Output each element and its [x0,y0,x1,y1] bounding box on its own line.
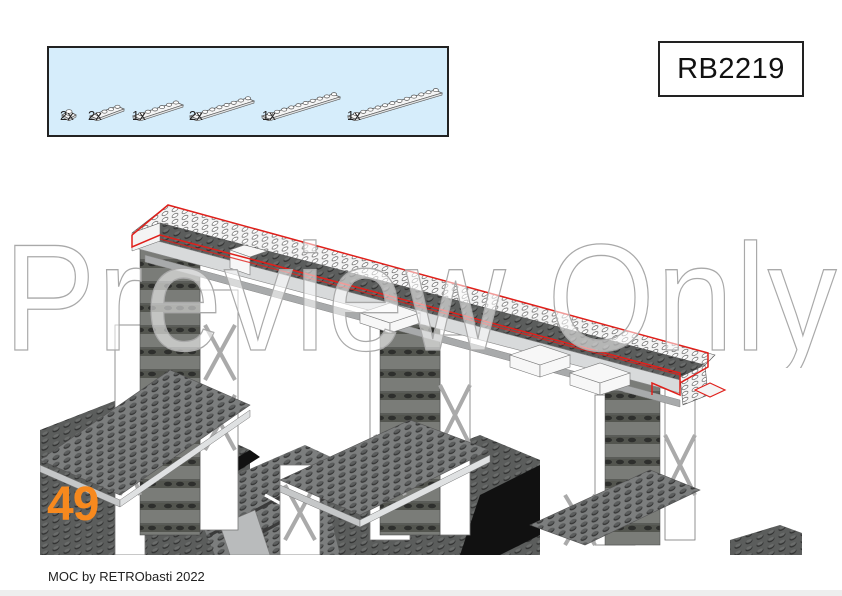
part-qty-2: 2x [88,108,102,123]
step-number: 49 [47,478,99,531]
set-id-label: RB2219 [677,52,785,85]
set-id-box: RB2219 [658,41,804,97]
build-step-illustration [39,195,802,556]
part-plate-1x10-icon [261,91,341,121]
footer-credit: MOC by RETRObasti 2022 [48,569,205,584]
page-bottom-strip [0,590,842,596]
part-qty-4: 2x [189,108,203,123]
part-plate-1x4-icon [89,103,125,121]
part-qty-6: 1x [347,108,361,123]
part-qty-5: 1x [262,108,276,123]
part-plate-1x1-icon [61,107,77,121]
part-plate-1x6-icon [132,99,184,121]
part-qty-3: 1x [132,108,146,123]
part-qty-1: 2x [60,108,74,123]
part-plate-1x8-icon [189,95,255,121]
parts-list-panel: 2x 2x 1x [47,46,449,137]
part-plate-1x12-icon [347,87,443,121]
